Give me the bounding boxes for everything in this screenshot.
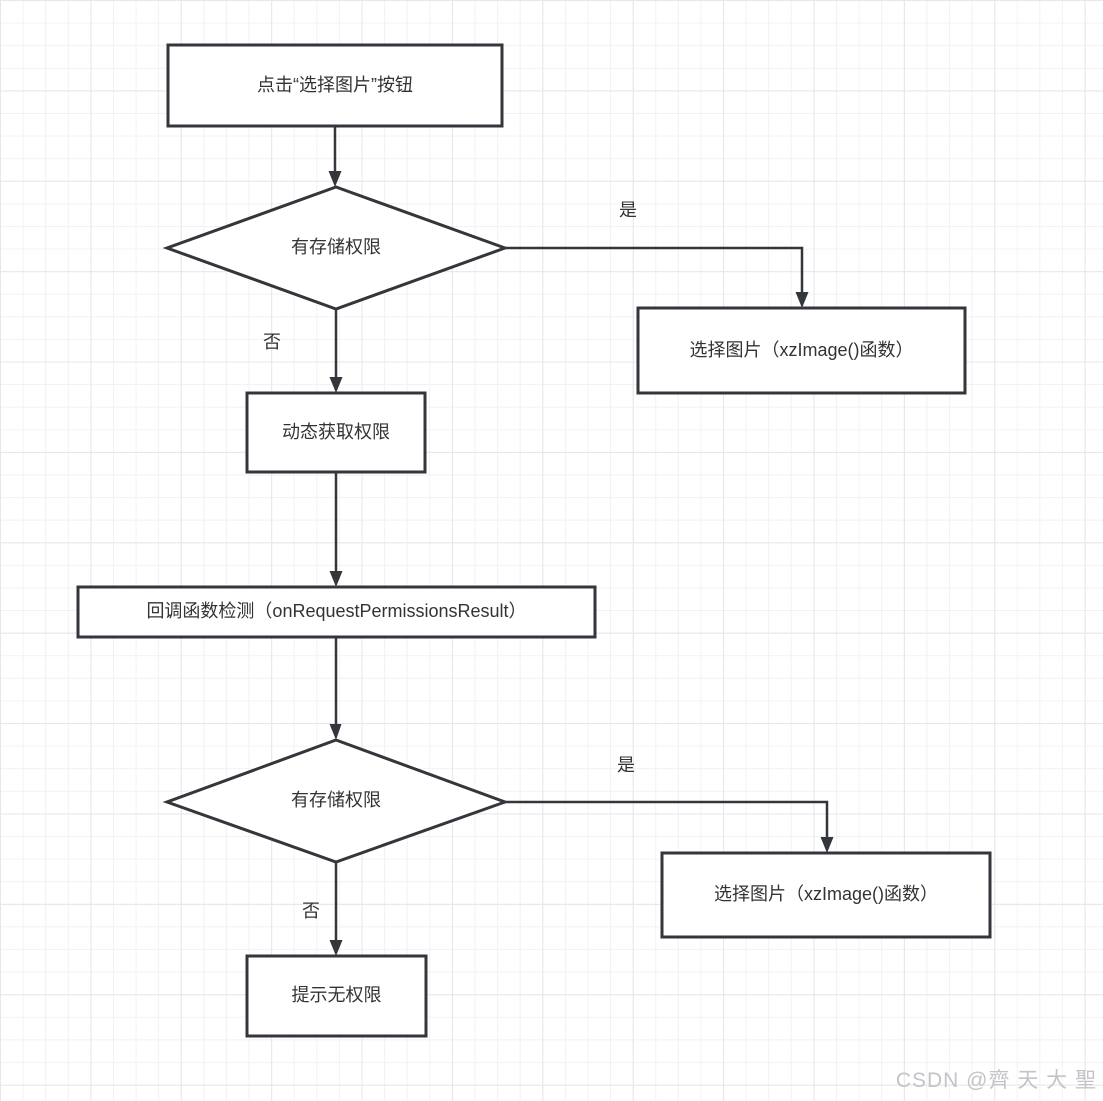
start-node xyxy=(166,43,504,128)
callback-node xyxy=(76,585,597,639)
arrowhead-callback-to-decision2 xyxy=(329,724,342,740)
decision1-node xyxy=(162,185,510,311)
decision2-node xyxy=(162,738,510,864)
select-image-node-2 xyxy=(660,851,992,939)
arrowhead-decision1-no xyxy=(329,377,343,393)
arrowhead-decision2-yes xyxy=(820,837,834,853)
no-permission-node xyxy=(245,954,428,1038)
connector-decision1-yes xyxy=(505,246,804,293)
arrowhead-decision2-no xyxy=(329,940,343,956)
arrowhead-start-to-decision1 xyxy=(328,171,342,187)
get-permission-node xyxy=(245,391,427,474)
arrowhead-getperm-to-callback xyxy=(329,571,343,587)
arrowhead-decision1-yes xyxy=(795,292,809,308)
select-image-node-1 xyxy=(636,306,967,395)
connector-decision2-yes xyxy=(505,800,829,838)
